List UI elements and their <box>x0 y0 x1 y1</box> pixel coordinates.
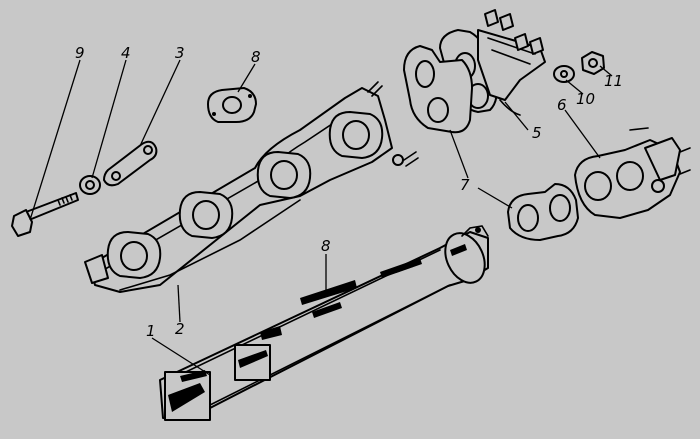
part-8-small-gasket <box>207 87 257 123</box>
callout-6: 6 <box>557 96 567 114</box>
part-1-heat-shield <box>159 225 489 421</box>
part-3-lock-plate <box>103 140 158 187</box>
part-6-flange-pipe <box>574 127 691 219</box>
callout-10: 10 <box>576 90 595 108</box>
leader-lines <box>29 59 613 376</box>
callout-labels: 9 4 3 8 8 1 2 5 6 7 10 11 <box>75 44 623 340</box>
callout-5: 5 <box>532 124 542 142</box>
callout-1: 1 <box>146 322 156 340</box>
part-9-bolt <box>11 192 79 237</box>
callout-7: 7 <box>460 176 470 194</box>
part-2-exhaust-manifold <box>84 81 419 293</box>
callout-11: 11 <box>604 72 623 90</box>
callout-4: 4 <box>121 44 131 62</box>
part-7-gaskets <box>403 45 579 241</box>
part-4-washer <box>79 175 101 195</box>
callout-8-top: 8 <box>251 48 261 66</box>
callout-8-bottom: 8 <box>321 237 331 255</box>
callout-2: 2 <box>175 320 185 338</box>
callout-9: 9 <box>75 44 85 62</box>
callout-3: 3 <box>175 44 185 62</box>
part-11-nut <box>581 51 605 75</box>
part-10-washer <box>553 65 575 83</box>
